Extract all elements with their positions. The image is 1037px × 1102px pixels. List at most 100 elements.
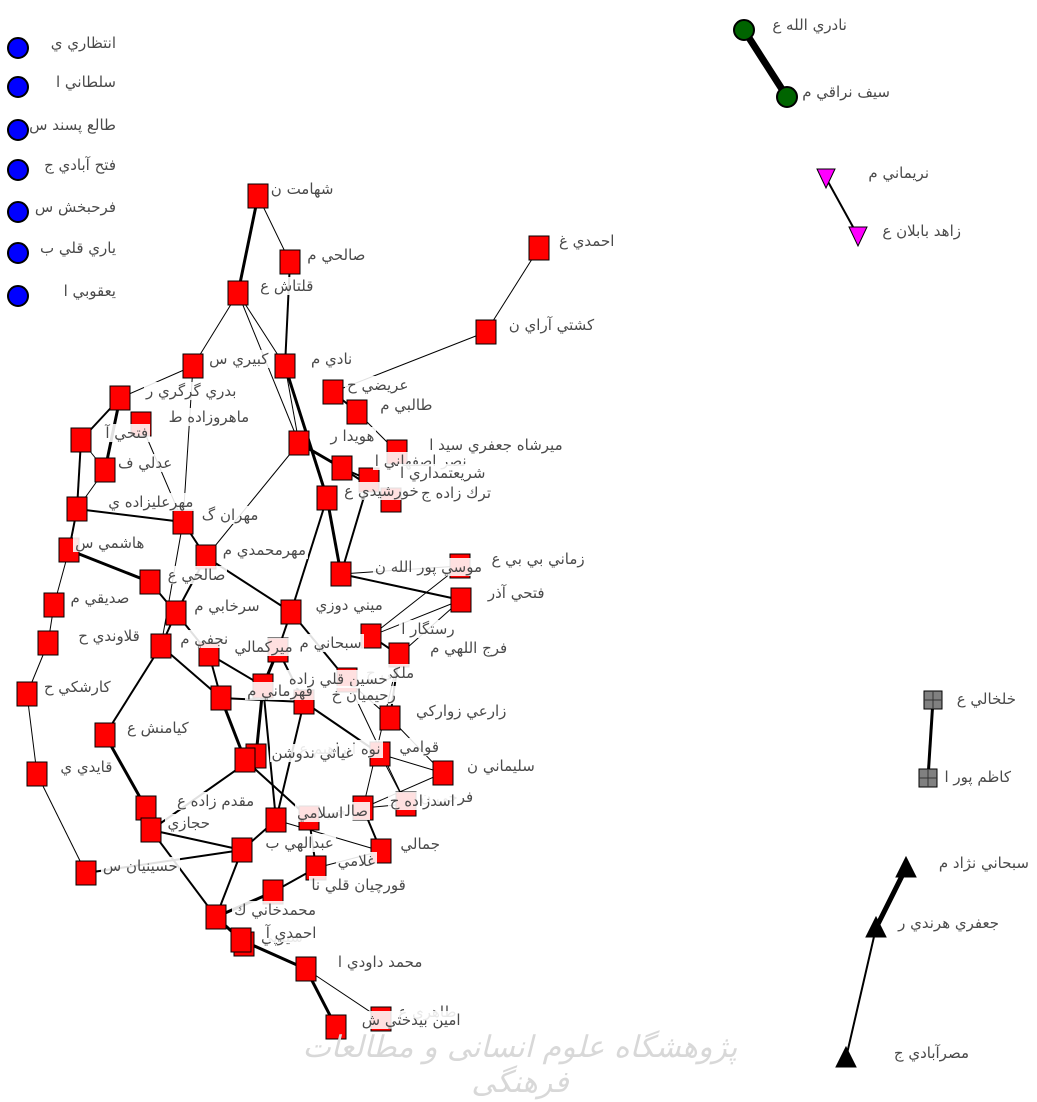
edge-n30-n31 bbox=[370, 599, 462, 637]
node-label-n34: ميركمالي bbox=[232, 638, 295, 656]
node-i1[interactable] bbox=[7, 37, 29, 59]
edge-n54-n60 bbox=[150, 829, 217, 918]
edge-n4-n5 bbox=[485, 247, 540, 333]
edge-n17-n29 bbox=[290, 497, 328, 613]
node-n33[interactable] bbox=[150, 633, 172, 659]
node-label-n12: فتحي آ bbox=[103, 424, 151, 442]
node-n7[interactable] bbox=[182, 353, 204, 379]
node-n28[interactable] bbox=[165, 600, 187, 626]
node-label-i4: فتح آبادي ج bbox=[44, 156, 116, 174]
node-n1[interactable] bbox=[247, 183, 269, 209]
node-i3[interactable] bbox=[7, 119, 29, 141]
edge-n26-n31 bbox=[370, 565, 461, 637]
node-n15[interactable] bbox=[94, 457, 116, 483]
node-n8[interactable] bbox=[322, 379, 344, 405]
node-label-g1: نادري الله ع bbox=[772, 16, 847, 34]
node-label-s2: كاظم پور ا bbox=[944, 768, 1011, 786]
node-n19[interactable] bbox=[66, 496, 88, 522]
node-label-n27: صديقي م bbox=[68, 589, 132, 607]
node-label-n58: غلامي bbox=[335, 852, 377, 870]
node-n27[interactable] bbox=[43, 592, 65, 618]
node-n65[interactable] bbox=[325, 1014, 347, 1040]
node-s2[interactable] bbox=[918, 768, 938, 788]
node-g2[interactable] bbox=[776, 86, 798, 108]
node-n49[interactable] bbox=[135, 795, 157, 821]
node-i6[interactable] bbox=[7, 242, 29, 264]
node-n3[interactable] bbox=[227, 280, 249, 306]
node-b2[interactable] bbox=[865, 915, 887, 938]
node-label-n48: سليماني ن bbox=[465, 757, 537, 775]
node-i5[interactable] bbox=[7, 201, 29, 223]
node-label-n65: امين بيدختي ش bbox=[359, 1011, 463, 1029]
node-n4[interactable] bbox=[528, 235, 550, 261]
node-n2[interactable] bbox=[279, 249, 301, 275]
node-n17[interactable] bbox=[316, 485, 338, 511]
node-n30[interactable] bbox=[450, 587, 472, 613]
node-label-n36: فرج اللهي م bbox=[428, 639, 510, 657]
node-label-n30: فتحي آذر bbox=[485, 584, 547, 602]
node-n43[interactable] bbox=[94, 722, 116, 748]
nodes-layer bbox=[7, 19, 943, 1068]
node-n31[interactable] bbox=[360, 623, 382, 649]
node-label-n35: سبحاني م bbox=[297, 634, 364, 652]
node-n16[interactable] bbox=[331, 455, 353, 481]
edge-n47-n56 bbox=[36, 773, 87, 874]
node-label-n33: نجفي م bbox=[178, 630, 231, 648]
node-n48[interactable] bbox=[432, 760, 454, 786]
node-n42[interactable] bbox=[379, 705, 401, 731]
node-label-n56: حسينيان س bbox=[100, 857, 180, 875]
node-n55[interactable] bbox=[231, 837, 253, 863]
node-i7[interactable] bbox=[7, 285, 29, 307]
node-n13[interactable] bbox=[288, 430, 310, 456]
node-n40[interactable] bbox=[16, 681, 38, 707]
node-n63[interactable] bbox=[295, 956, 317, 982]
edge-b1-b2 bbox=[873, 866, 909, 930]
node-label-n63: محمد داودي ا bbox=[335, 953, 425, 971]
node-label-n5: كشتي آراي ن bbox=[506, 316, 597, 334]
node-n29[interactable] bbox=[280, 599, 302, 625]
node-label-n49: مقدم زاده ع bbox=[174, 792, 257, 810]
node-n24[interactable] bbox=[139, 569, 161, 595]
node-label-n39: حسين قلي زاده bbox=[286, 670, 390, 688]
edge-n22-n24 bbox=[68, 548, 151, 584]
node-n11[interactable] bbox=[346, 399, 368, 425]
node-g1[interactable] bbox=[733, 19, 755, 41]
node-label-i2: سلطاني ا bbox=[55, 73, 116, 91]
node-n53[interactable] bbox=[265, 807, 287, 833]
watermark: پژوهشگاه علوم انسانی و مطالعات فرهنگی bbox=[302, 1030, 738, 1100]
node-n5[interactable] bbox=[475, 319, 497, 345]
node-n32[interactable] bbox=[37, 630, 59, 656]
node-label-n60: محمدخاني ك bbox=[232, 901, 318, 919]
node-label-n20: مهران گ bbox=[199, 506, 261, 524]
node-b3[interactable] bbox=[835, 1045, 857, 1068]
node-label-n3: قلتاش ع bbox=[258, 277, 316, 295]
node-label-n57: جمالي bbox=[398, 835, 442, 853]
node-s1[interactable] bbox=[923, 690, 943, 710]
node-label-n28: سرخابي م bbox=[192, 597, 262, 615]
node-label-b3: مصرآبادي ج bbox=[893, 1044, 969, 1062]
node-b1[interactable] bbox=[895, 855, 917, 878]
node-n25[interactable] bbox=[330, 561, 352, 587]
node-n47[interactable] bbox=[26, 761, 48, 787]
node-n37[interactable] bbox=[210, 685, 232, 711]
edge-n20-n33 bbox=[160, 521, 184, 647]
node-label-n7: كبيري س bbox=[207, 350, 271, 368]
edge-n63-n64 bbox=[305, 968, 382, 1020]
node-n12[interactable] bbox=[70, 427, 92, 453]
node-n56[interactable] bbox=[75, 860, 97, 886]
node-n60[interactable] bbox=[205, 904, 227, 930]
node-i4[interactable] bbox=[7, 159, 29, 181]
node-label-n31: رستگار ا bbox=[399, 620, 457, 638]
node-m2[interactable] bbox=[848, 226, 868, 248]
node-n20[interactable] bbox=[172, 509, 194, 535]
node-n6[interactable] bbox=[274, 353, 296, 379]
node-label-n11: طالبي م bbox=[378, 396, 435, 414]
node-n9[interactable] bbox=[109, 385, 131, 411]
node-n46[interactable] bbox=[234, 747, 256, 773]
node-i2[interactable] bbox=[7, 76, 29, 98]
node-n54[interactable] bbox=[140, 817, 162, 843]
node-label-n25: موسي پور الله ن bbox=[372, 558, 484, 576]
edge-n40-n47 bbox=[26, 693, 38, 775]
node-n62[interactable] bbox=[230, 927, 252, 953]
node-m1[interactable] bbox=[816, 168, 836, 190]
